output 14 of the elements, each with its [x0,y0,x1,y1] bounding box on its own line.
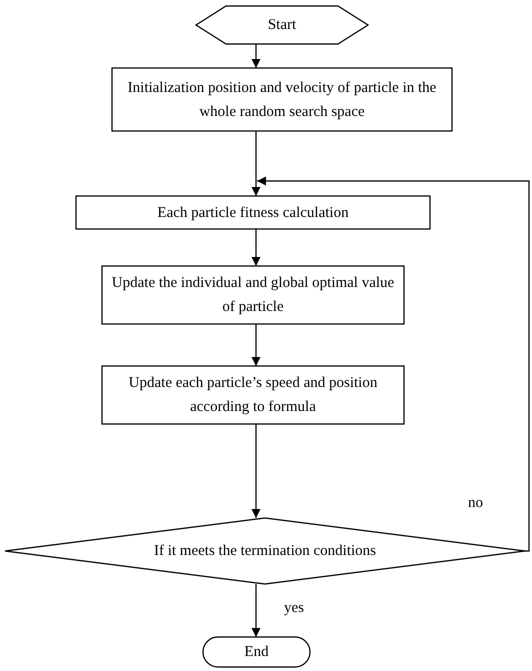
arrow [252,131,260,196]
process-box: Update the individual and global optimal value of particle [102,266,404,324]
process-box: Each particle fitness calculation [76,196,430,229]
end-terminal: End [203,637,310,667]
arrow [252,44,260,68]
start-hexagon: Start [196,6,368,44]
process-box: Initialization position and velocity of particle in the whole random search space [112,68,452,131]
process-box: Update each particle’s speed and position according to formula [102,366,404,424]
decision-diamond: If it meets the termination conditions [5,518,525,584]
arrow [252,324,260,366]
arrow [252,424,260,518]
arrow [252,584,260,637]
arrow [257,176,530,552]
arrow [252,229,260,266]
